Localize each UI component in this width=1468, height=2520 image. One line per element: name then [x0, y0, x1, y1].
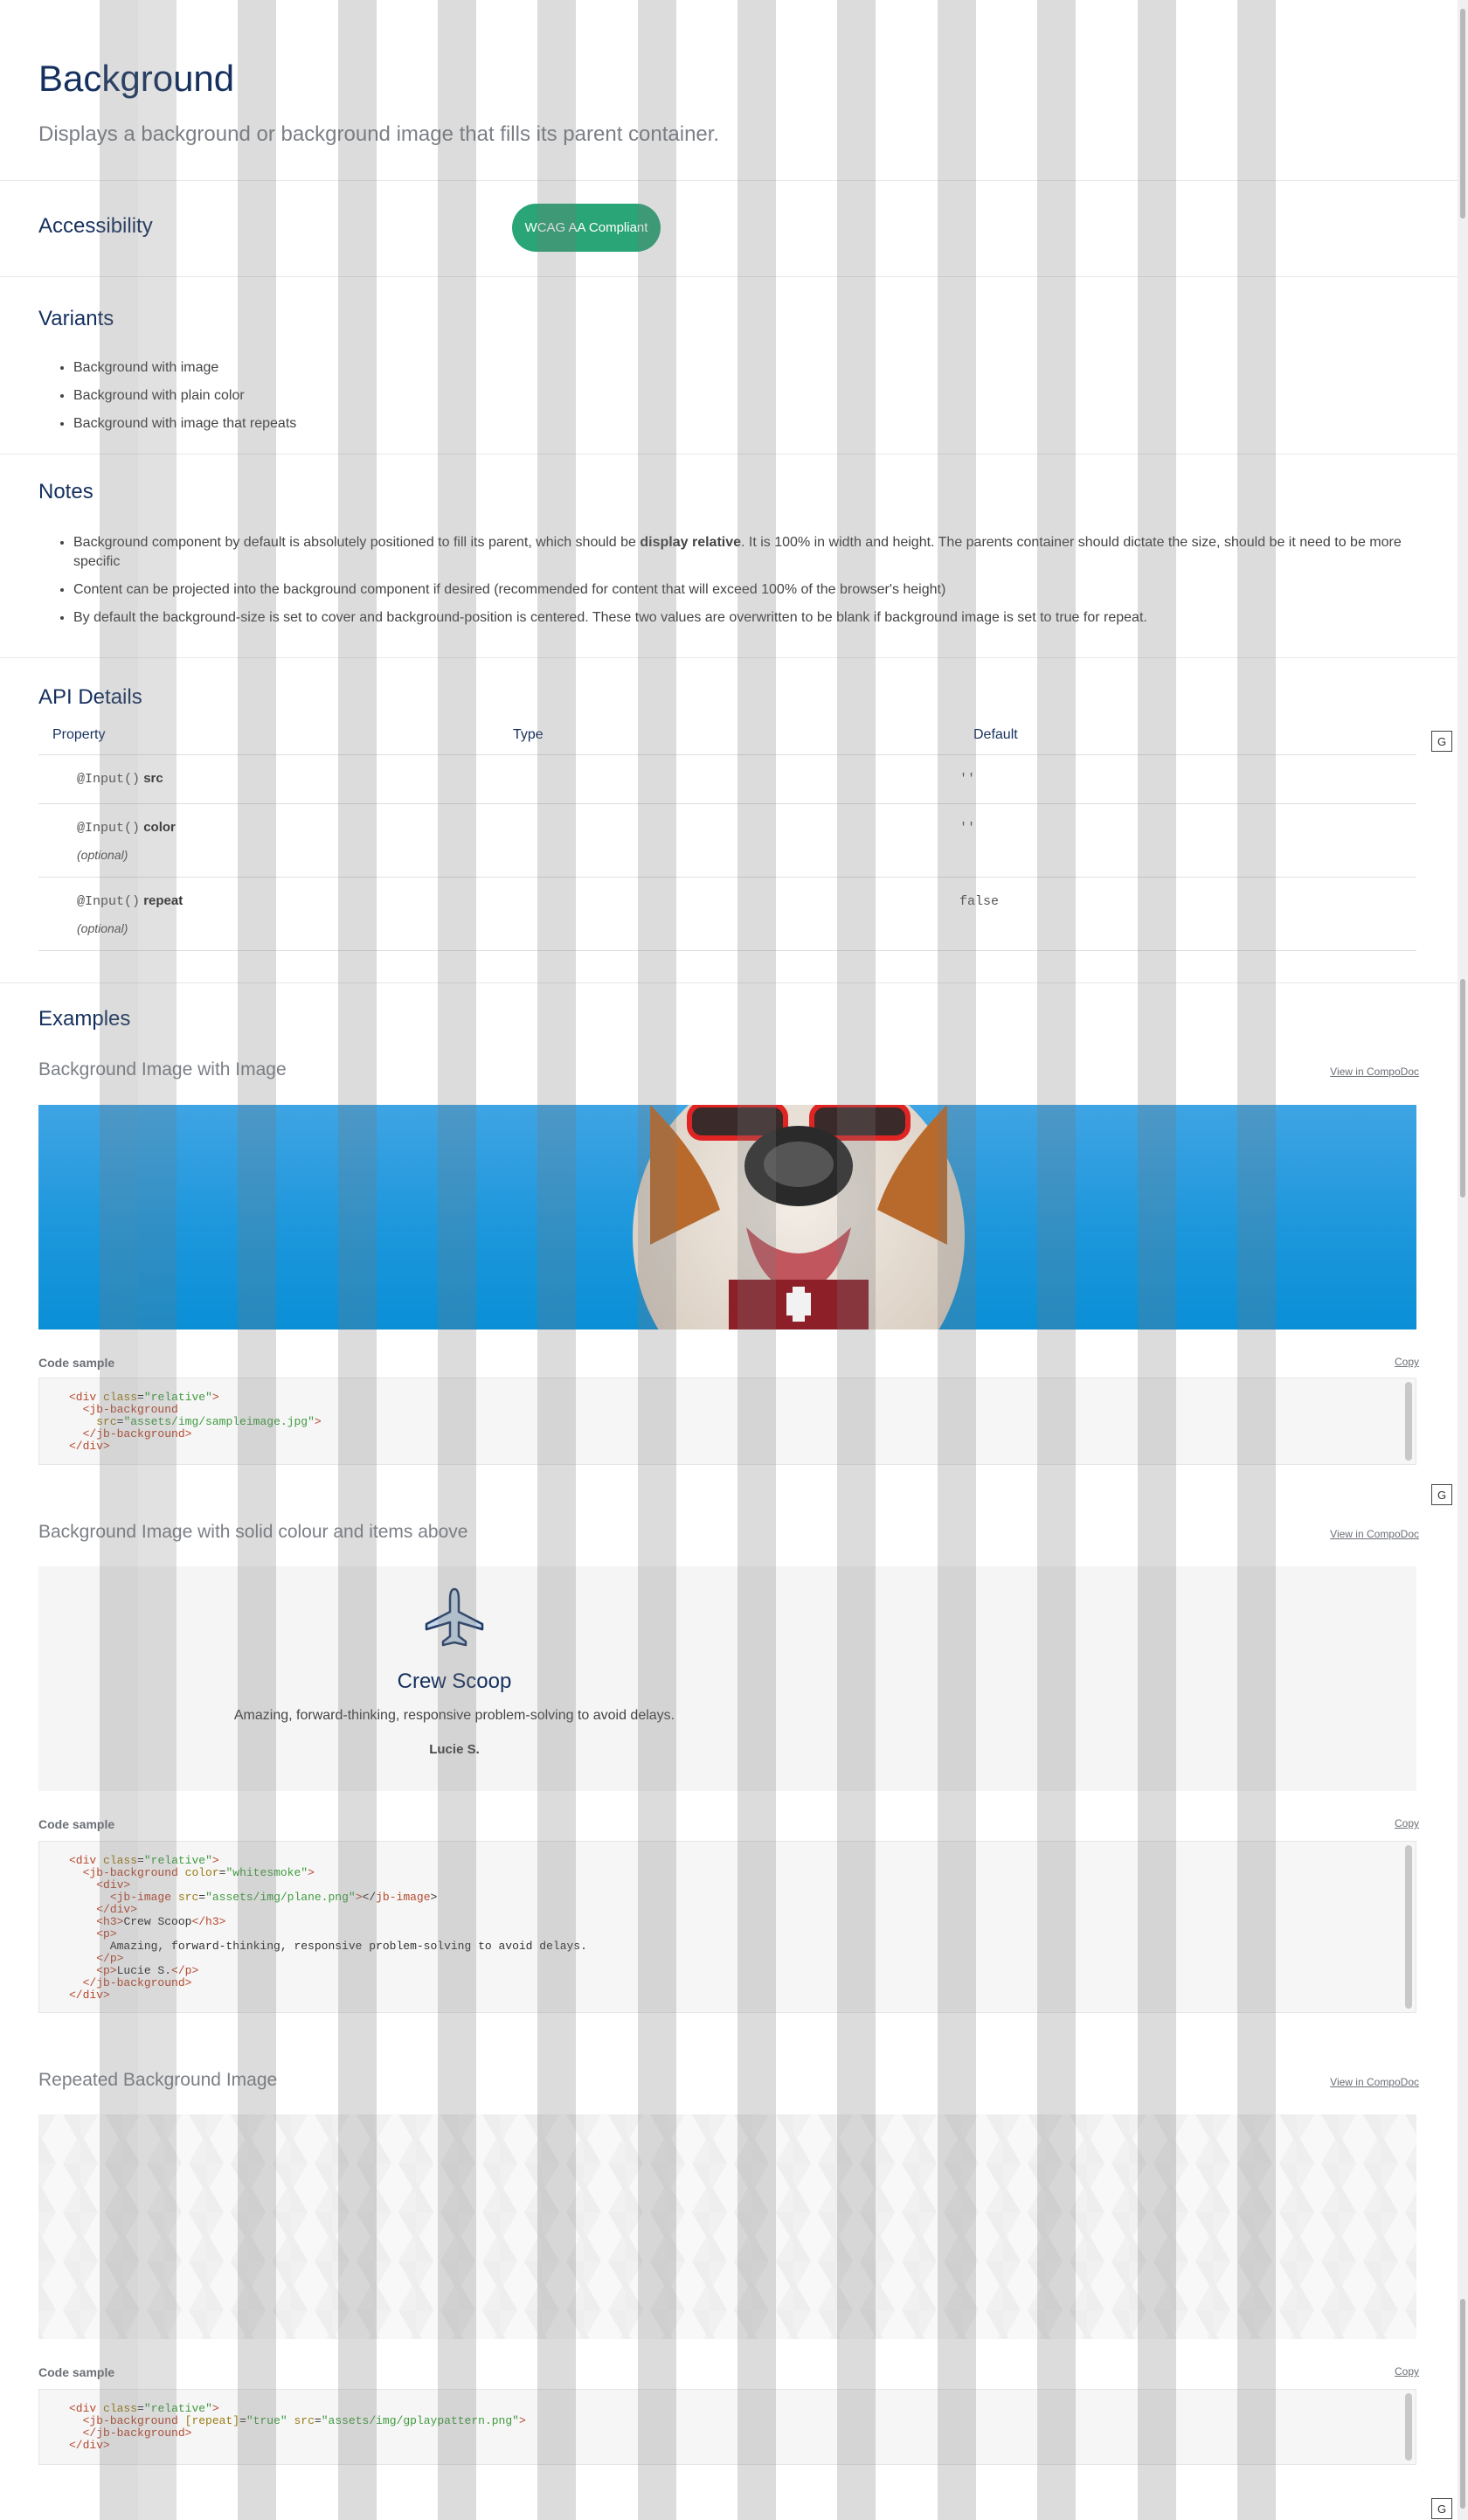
list-item: Background with plain color	[73, 386, 1437, 406]
column-header-default: Default	[959, 716, 1416, 755]
property-cell: @Input() repeat (optional)	[38, 877, 499, 951]
type-cell	[499, 803, 959, 878]
note-text: . It is 100% in width and height. The pa…	[73, 535, 1402, 569]
example-title: Background Image with Image	[38, 1059, 287, 1080]
page-scrollbar[interactable]	[1458, 0, 1468, 2520]
wcag-badge: WCAG AA Compliant	[512, 204, 661, 252]
notes-list: Background component by default is absol…	[38, 533, 1450, 636]
accessibility-heading: Accessibility	[38, 214, 153, 238]
view-in-compodoc-link[interactable]: View in CompoDoc	[1330, 2076, 1419, 2088]
default-value: ''	[959, 772, 976, 787]
code-block[interactable]: <div class="relative"> <jb-background co…	[38, 1841, 1416, 2013]
list-item: By default the background-size is set to…	[73, 608, 1450, 628]
plane-icon	[423, 1586, 486, 1653]
column-header-type: Type	[499, 716, 959, 755]
optional-label: (optional)	[77, 848, 128, 862]
notes-section: Notes Background component by default is…	[0, 455, 1458, 658]
g-icon[interactable]: G	[1431, 2498, 1452, 2519]
examples-heading: Examples	[38, 1007, 131, 1031]
default-cell: ''	[959, 754, 1416, 804]
page-subtitle: Displays a background or background imag…	[38, 122, 720, 146]
property-name: src	[143, 771, 163, 786]
table-row: @Input() src ''	[38, 754, 1416, 804]
type-cell	[499, 754, 959, 804]
example-title: Repeated Background Image	[38, 2070, 278, 2090]
property-cell: @Input() src	[38, 754, 499, 804]
card-title: Crew Scoop	[397, 1670, 512, 1693]
copy-button[interactable]: Copy	[1394, 1817, 1419, 1829]
note-emphasis: display relative	[640, 535, 742, 550]
variants-section: Variants Background with image Backgroun…	[0, 277, 1458, 455]
table-row: @Input() color (optional) ''	[38, 803, 1416, 878]
code-scrollbar[interactable]	[1405, 1382, 1412, 1461]
default-cell: false	[959, 877, 1416, 951]
list-item: Background with image	[73, 358, 1437, 378]
optional-label: (optional)	[77, 921, 128, 935]
decorator: @Input()	[77, 772, 141, 787]
card-text: Amazing, forward-thinking, responsive pr…	[233, 1708, 675, 1723]
default-value: ''	[959, 821, 976, 836]
page-title: Background	[38, 58, 235, 99]
api-heading: API Details	[38, 685, 142, 709]
example-title: Background Image with solid colour and i…	[38, 1522, 468, 1542]
examples-section: Examples Background Image with Image Vie…	[0, 984, 1458, 2520]
table-header-row: Property Type Default	[38, 716, 1416, 755]
code-sample-label: Code sample	[38, 1356, 115, 1370]
default-value: false	[959, 894, 1000, 909]
code-scrollbar[interactable]	[1405, 1845, 1412, 2009]
view-in-compodoc-link[interactable]: View in CompoDoc	[1330, 1528, 1419, 1540]
property-cell: @Input() color (optional)	[38, 803, 499, 878]
decorator: @Input()	[77, 894, 141, 909]
property-name: repeat	[143, 893, 184, 908]
copy-button[interactable]: Copy	[1394, 1356, 1419, 1368]
note-text: Background component by default is absol…	[73, 535, 641, 550]
property-name: color	[143, 820, 176, 835]
accessibility-section: Accessibility WCAG AA Compliant	[0, 181, 1458, 277]
code-sample-label: Code sample	[38, 1817, 115, 1831]
code-sample-label: Code sample	[38, 2365, 115, 2379]
column-header-property: Property	[38, 716, 499, 755]
variants-list: Background with image Background with pl…	[38, 358, 1437, 442]
dog-photo-illustration	[633, 1105, 965, 1329]
list-item: Background component by default is absol…	[73, 533, 1450, 572]
table-row: @Input() repeat (optional) false	[38, 877, 1416, 951]
background-image-preview	[38, 1105, 1416, 1329]
g-icon[interactable]: G	[1431, 731, 1452, 752]
api-table: Property Type Default @Input() src '' @I…	[38, 716, 1416, 951]
repeated-background-preview	[38, 2114, 1416, 2339]
g-icon[interactable]: G	[1431, 1484, 1452, 1505]
default-cell: ''	[959, 803, 1416, 878]
page-header: Background Displays a background or back…	[0, 0, 1458, 181]
copy-button[interactable]: Copy	[1394, 2365, 1419, 2378]
notes-heading: Notes	[38, 480, 93, 503]
decorator: @Input()	[77, 821, 141, 836]
list-item: Background with image that repeats	[73, 414, 1437, 434]
api-section: API Details Property Type Default @Input…	[0, 658, 1458, 983]
card-author: Lucie S.	[429, 1742, 480, 1757]
code-scrollbar[interactable]	[1405, 2393, 1412, 2461]
view-in-compodoc-link[interactable]: View in CompoDoc	[1330, 1066, 1419, 1078]
code-block[interactable]: <div class="relative"> <jb-background sr…	[38, 1378, 1416, 1465]
type-cell	[499, 877, 959, 951]
solid-background-preview: Crew Scoop Amazing, forward-thinking, re…	[38, 1566, 1416, 1791]
documentation-page: Background Displays a background or back…	[0, 0, 1458, 2465]
list-item: Content can be projected into the backgr…	[73, 580, 1450, 600]
variants-heading: Variants	[38, 307, 114, 330]
code-block[interactable]: <div class="relative"> <jb-background [r…	[38, 2389, 1416, 2465]
